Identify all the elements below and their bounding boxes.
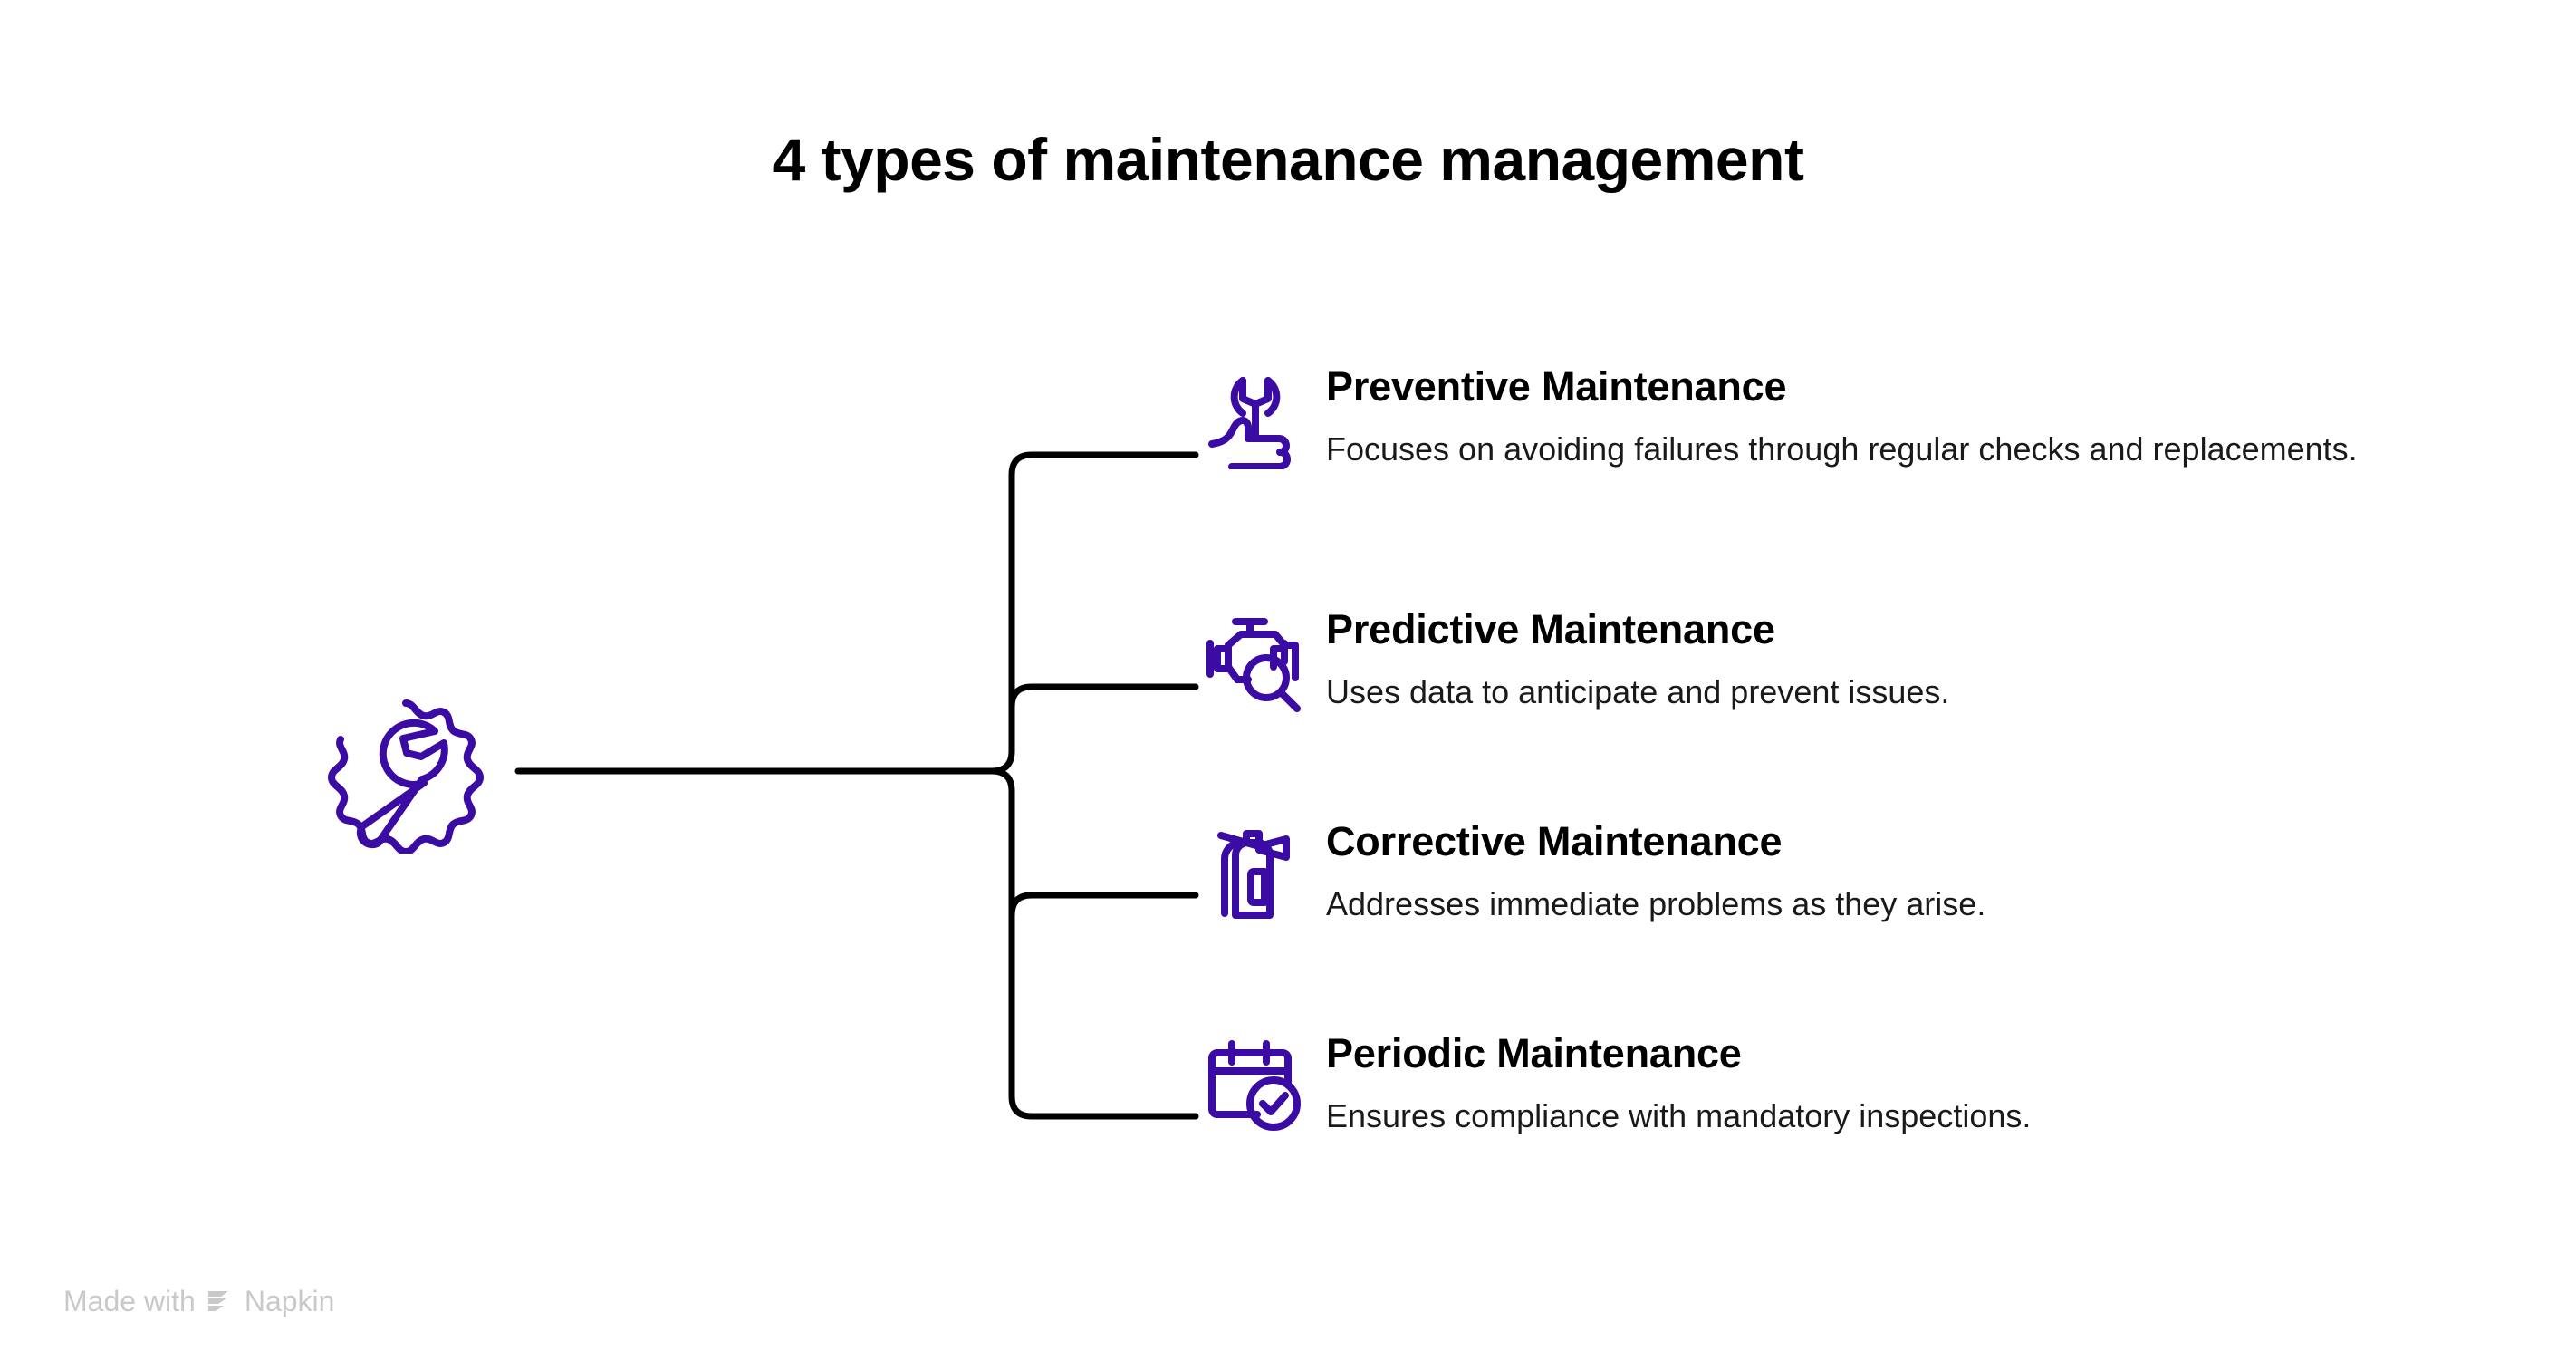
engine-magnifier-icon: [1201, 603, 1310, 712]
branch-item-periodic[interactable]: Periodic Maintenance Ensures compliance …: [1201, 1028, 2031, 1139]
fire-extinguisher-icon: [1201, 815, 1310, 924]
hand-holding-wrench-icon: [1201, 361, 1310, 469]
napkin-watermark[interactable]: Made with Napkin: [63, 1285, 334, 1318]
calendar-check-icon: [1201, 1028, 1310, 1136]
watermark-prefix: Made with: [63, 1285, 196, 1317]
wrench-gear-icon: [319, 690, 491, 854]
branch-item-preventive[interactable]: Preventive Maintenance Focuses on avoidi…: [1201, 361, 2358, 472]
branch-text: Preventive Maintenance Focuses on avoidi…: [1326, 361, 2358, 472]
branch-line-2: [1008, 683, 1199, 710]
branch-description: Uses data to anticipate and prevent issu…: [1326, 673, 1950, 711]
branch-title: Periodic Maintenance: [1326, 1030, 1742, 1076]
root-node[interactable]: [319, 690, 491, 854]
branch-description: Ensures compliance with mandatory inspec…: [1326, 1097, 2032, 1135]
branch-title: Predictive Maintenance: [1326, 606, 1775, 652]
watermark-brand: Napkin: [244, 1285, 335, 1317]
page-title: 4 types of maintenance management: [772, 126, 1804, 193]
branch-item-predictive[interactable]: Predictive Maintenance Uses data to anti…: [1201, 603, 1949, 715]
branch-item-corrective[interactable]: Corrective Maintenance Addresses immedia…: [1201, 815, 1985, 927]
branch-text: Periodic Maintenance Ensures compliance …: [1326, 1028, 2031, 1139]
napkin-logo-icon: [205, 1287, 235, 1317]
branch-title: Preventive Maintenance: [1326, 363, 1787, 410]
branch-text: Corrective Maintenance Addresses immedia…: [1326, 815, 1985, 927]
branch-title: Corrective Maintenance: [1326, 818, 1783, 864]
branch-line-4: [988, 767, 1199, 1120]
branch-description: Addresses immediate problems as they ari…: [1326, 885, 1986, 923]
branch-line-3: [1008, 892, 1199, 919]
branch-line-1: [988, 451, 1199, 775]
branch-description: Focuses on avoiding failures through reg…: [1326, 430, 2358, 468]
branch-text: Predictive Maintenance Uses data to anti…: [1326, 603, 1949, 715]
